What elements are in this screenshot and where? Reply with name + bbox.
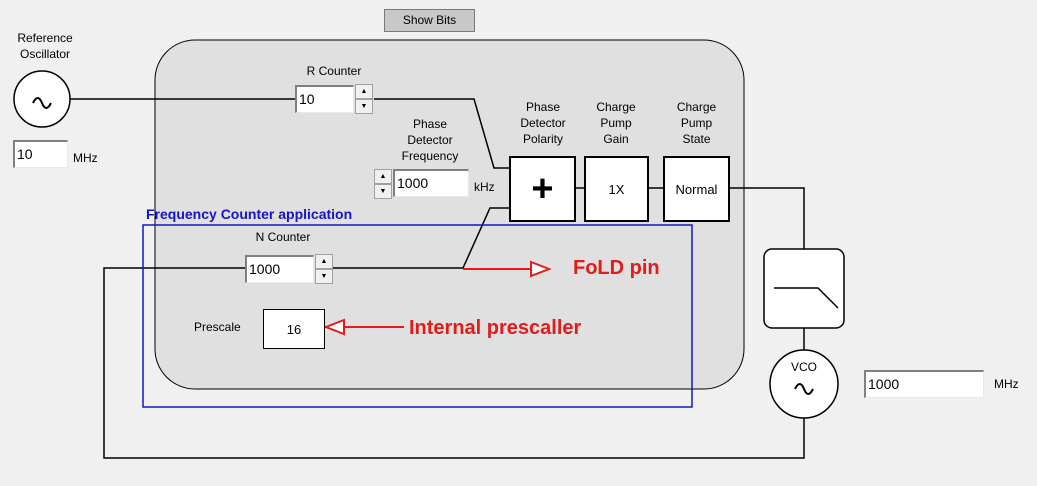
sine-wave-icon xyxy=(32,97,52,109)
spin-down-icon[interactable]: ▼ xyxy=(355,99,373,114)
pd-frequency-spinner[interactable]: ▲ ▼ xyxy=(374,169,392,199)
n-counter-label: N Counter xyxy=(255,230,311,244)
rcounter-to-pd-wire xyxy=(374,98,510,169)
spin-up-icon[interactable]: ▲ xyxy=(374,169,392,184)
vco-frequency-input[interactable]: 1000 xyxy=(864,370,984,398)
lowpass-filter-icon xyxy=(774,287,839,309)
spin-down-icon[interactable]: ▼ xyxy=(374,184,392,199)
cp-gain-label: Charge Pump Gain xyxy=(596,100,636,146)
prescale-button[interactable]: 16 xyxy=(263,309,325,349)
pd-frequency-unit: kHz xyxy=(474,180,495,194)
spin-down-icon[interactable]: ▼ xyxy=(315,269,333,284)
fold-arrow-head xyxy=(530,260,552,278)
fold-pin-annotation: FoLD pin xyxy=(573,257,660,279)
pd-polarity-label: Phase Detector Polarity xyxy=(520,100,566,146)
vco-frequency-unit: MHz xyxy=(994,377,1019,391)
show-bits-button[interactable]: Show Bits xyxy=(384,9,475,32)
sine-wave-icon xyxy=(794,383,814,395)
internal-prescaler-annotation: Internal prescaller xyxy=(409,317,582,339)
r-counter-input[interactable]: 10 xyxy=(295,85,354,113)
pll-chip-panel xyxy=(154,39,745,390)
reference-oscillator-circle xyxy=(13,70,71,128)
feedback-wire xyxy=(103,267,805,459)
pd-polarity-button[interactable]: + xyxy=(509,156,576,222)
vco-label: VCO xyxy=(790,360,817,374)
n-counter-spinner[interactable]: ▲ ▼ xyxy=(315,254,333,284)
cp-state-label: Charge Pump State xyxy=(676,100,717,146)
reference-oscillator-label: Reference Oscillator xyxy=(17,31,73,61)
r-counter-spinner[interactable]: ▲ ▼ xyxy=(355,84,373,114)
prescale-label: Prescale xyxy=(194,320,241,334)
spin-up-icon[interactable]: ▲ xyxy=(315,254,333,269)
cp-gain-button[interactable]: 1X xyxy=(584,156,649,222)
pd-frequency-label: Phase Detector Frequency xyxy=(401,117,459,163)
r-counter-label: R Counter xyxy=(306,64,362,78)
frequency-counter-label: Frequency Counter application xyxy=(146,206,353,222)
reference-frequency-unit: MHz xyxy=(73,151,98,165)
reference-frequency-input[interactable]: 10 xyxy=(13,140,68,168)
prescaler-arrow-head xyxy=(323,318,345,336)
vco-circle xyxy=(769,349,839,419)
n-counter-input[interactable]: 1000 xyxy=(245,255,314,283)
pd-frequency-input[interactable]: 1000 xyxy=(393,169,469,197)
cp-state-button[interactable]: Normal xyxy=(663,156,730,222)
state-to-filter-wire xyxy=(730,187,805,249)
spin-up-icon[interactable]: ▲ xyxy=(355,84,373,99)
frequency-counter-outline xyxy=(142,224,693,408)
ncounter-to-pd-wire xyxy=(333,207,510,269)
